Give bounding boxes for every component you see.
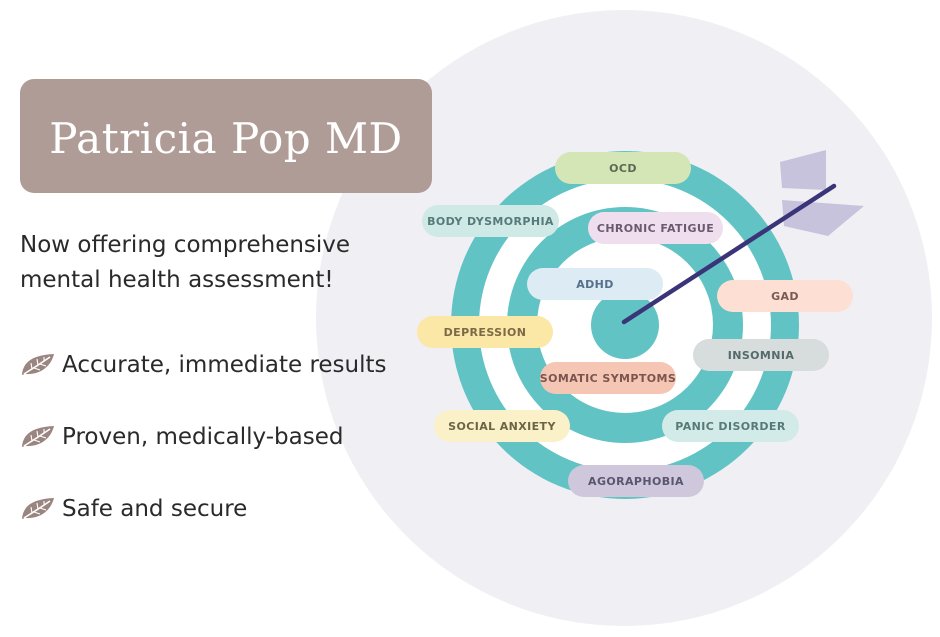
leaf-icon [22, 354, 54, 375]
feature-text: Accurate, immediate results [62, 352, 387, 378]
condition-pill-panic-disorder: PANIC DISORDER [662, 410, 799, 442]
title-banner: Patricia Pop MD [20, 79, 432, 193]
intro-text: Now offering comprehensive mental health… [20, 232, 351, 293]
page-title: Patricia Pop MD [49, 113, 403, 163]
feature-item-proven: Proven, medically-based [20, 420, 343, 454]
leaf-icon [22, 498, 54, 519]
feature-item-accurate: Accurate, immediate results [20, 348, 387, 382]
condition-pill-depression: DEPRESSION [417, 316, 553, 348]
condition-pill-gad: GAD [717, 280, 853, 312]
feature-item-secure: Safe and secure [20, 492, 247, 526]
feature-text: Safe and secure [62, 496, 248, 522]
condition-pill-ocd: OCD [555, 152, 691, 184]
condition-pill-insomnia: INSOMNIA [693, 339, 829, 371]
condition-pill-social-anxiety: SOCIAL ANXIETY [434, 410, 570, 442]
feature-text: Proven, medically-based [62, 424, 344, 450]
leaf-icon [22, 426, 54, 447]
condition-pill-agoraphobia: AGORAPHOBIA [568, 465, 704, 497]
condition-pill-chronic-fatigue: CHRONIC FATIGUE [588, 212, 723, 244]
condition-pill-body-dysmorphia: BODY DYSMORPHIA [422, 205, 559, 237]
condition-pill-somatic-symptoms: SOMATIC SYMPTOMS [540, 362, 676, 394]
condition-pill-adhd: ADHD [527, 268, 663, 300]
